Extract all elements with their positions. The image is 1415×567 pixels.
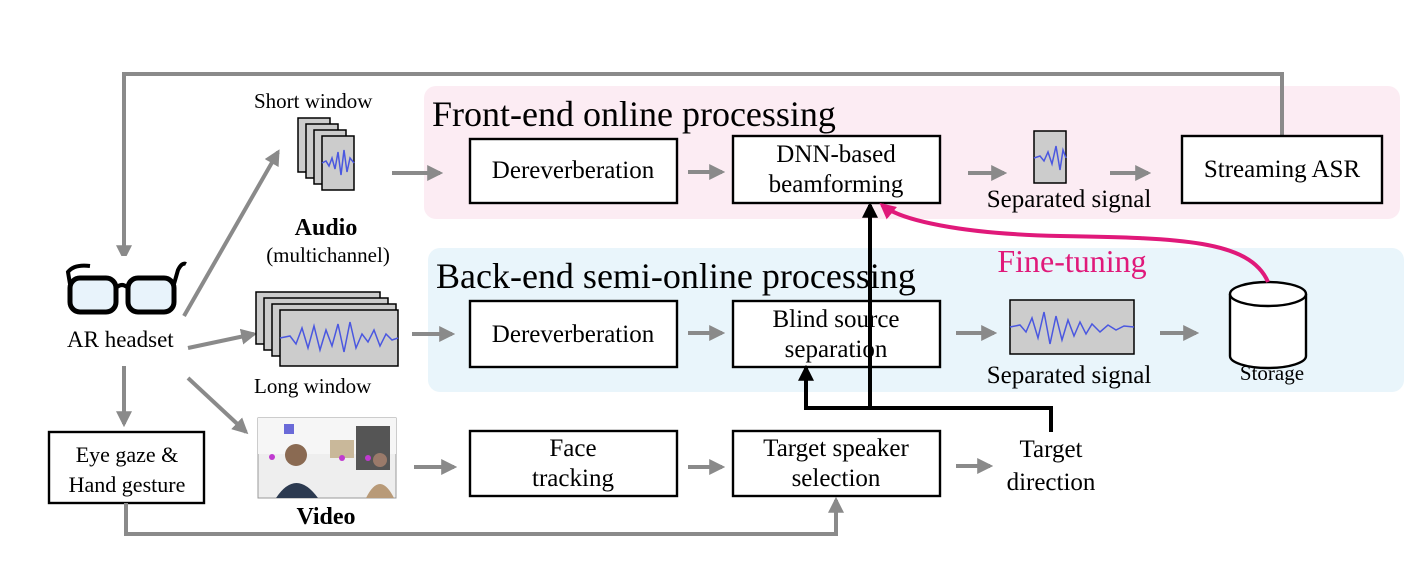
long-window-waveform-icon bbox=[255, 291, 399, 367]
database-cylinder-icon bbox=[1228, 280, 1308, 370]
eye-gaze-line1: Eye gaze & bbox=[76, 442, 179, 467]
video-title: Video bbox=[296, 504, 355, 530]
back-separated-label: Separated signal bbox=[987, 362, 1152, 389]
storage-label: Storage bbox=[1240, 361, 1304, 385]
bss-box bbox=[731, 299, 942, 369]
headset-to-short-window-arrow bbox=[182, 149, 280, 317]
streaming-asr-box bbox=[1180, 134, 1384, 205]
tss-line1: Target speaker bbox=[763, 435, 909, 462]
dnn-line1: DNN-based bbox=[776, 141, 896, 168]
fine-tuning-arrow bbox=[879, 202, 1270, 283]
back-dereverb-box bbox=[468, 299, 679, 369]
audio-subtitle: (multichannel) bbox=[266, 243, 390, 267]
face-line1: Face bbox=[549, 435, 596, 462]
fine-tuning-label: Fine-tuning bbox=[997, 243, 1146, 279]
short-window-waveform-icon bbox=[297, 117, 355, 191]
glasses-icon bbox=[62, 256, 187, 318]
back-dereverb-label: Dereverberation bbox=[492, 321, 655, 348]
bss-line2: separation bbox=[785, 336, 888, 363]
back-separated-waveform-icon bbox=[1009, 299, 1135, 355]
front-end-title: Front-end online processing bbox=[432, 94, 836, 134]
video-frame-icon bbox=[257, 417, 397, 499]
tss-line2: selection bbox=[792, 465, 881, 492]
front-dereverb-label: Dereverberation bbox=[492, 157, 655, 184]
back-end-title: Back-end semi-online processing bbox=[436, 256, 916, 296]
streaming-asr-label: Streaming ASR bbox=[1204, 156, 1361, 183]
target-direction-to-bss-arrow bbox=[798, 364, 1053, 432]
target-speaker-selection-box bbox=[731, 429, 942, 498]
long-window-label: Long window bbox=[254, 374, 372, 398]
target-line2: direction bbox=[1007, 469, 1096, 496]
audio-title: Audio bbox=[295, 215, 358, 241]
short-window-label: Short window bbox=[254, 89, 373, 113]
front-separated-waveform-icon bbox=[1033, 130, 1067, 184]
asr-feedback-arrow bbox=[116, 72, 1284, 262]
eye-gaze-line2: Hand gesture bbox=[69, 472, 186, 497]
dnn-line2: beamforming bbox=[769, 171, 904, 198]
headset-to-long-window-arrow bbox=[187, 328, 258, 350]
dnn-beamforming-box bbox=[731, 134, 942, 205]
bss-line1: Blind source bbox=[772, 306, 899, 333]
face-line2: tracking bbox=[532, 465, 614, 492]
headset-label: AR headset bbox=[67, 327, 174, 352]
front-dereverb-box bbox=[468, 137, 679, 205]
headset-to-video-arrow bbox=[186, 376, 249, 435]
eye-gaze-to-selection-arrow bbox=[124, 496, 844, 536]
target-line1: Target bbox=[1019, 436, 1082, 463]
face-tracking-box bbox=[468, 429, 679, 498]
front-separated-label: Separated signal bbox=[987, 186, 1152, 213]
